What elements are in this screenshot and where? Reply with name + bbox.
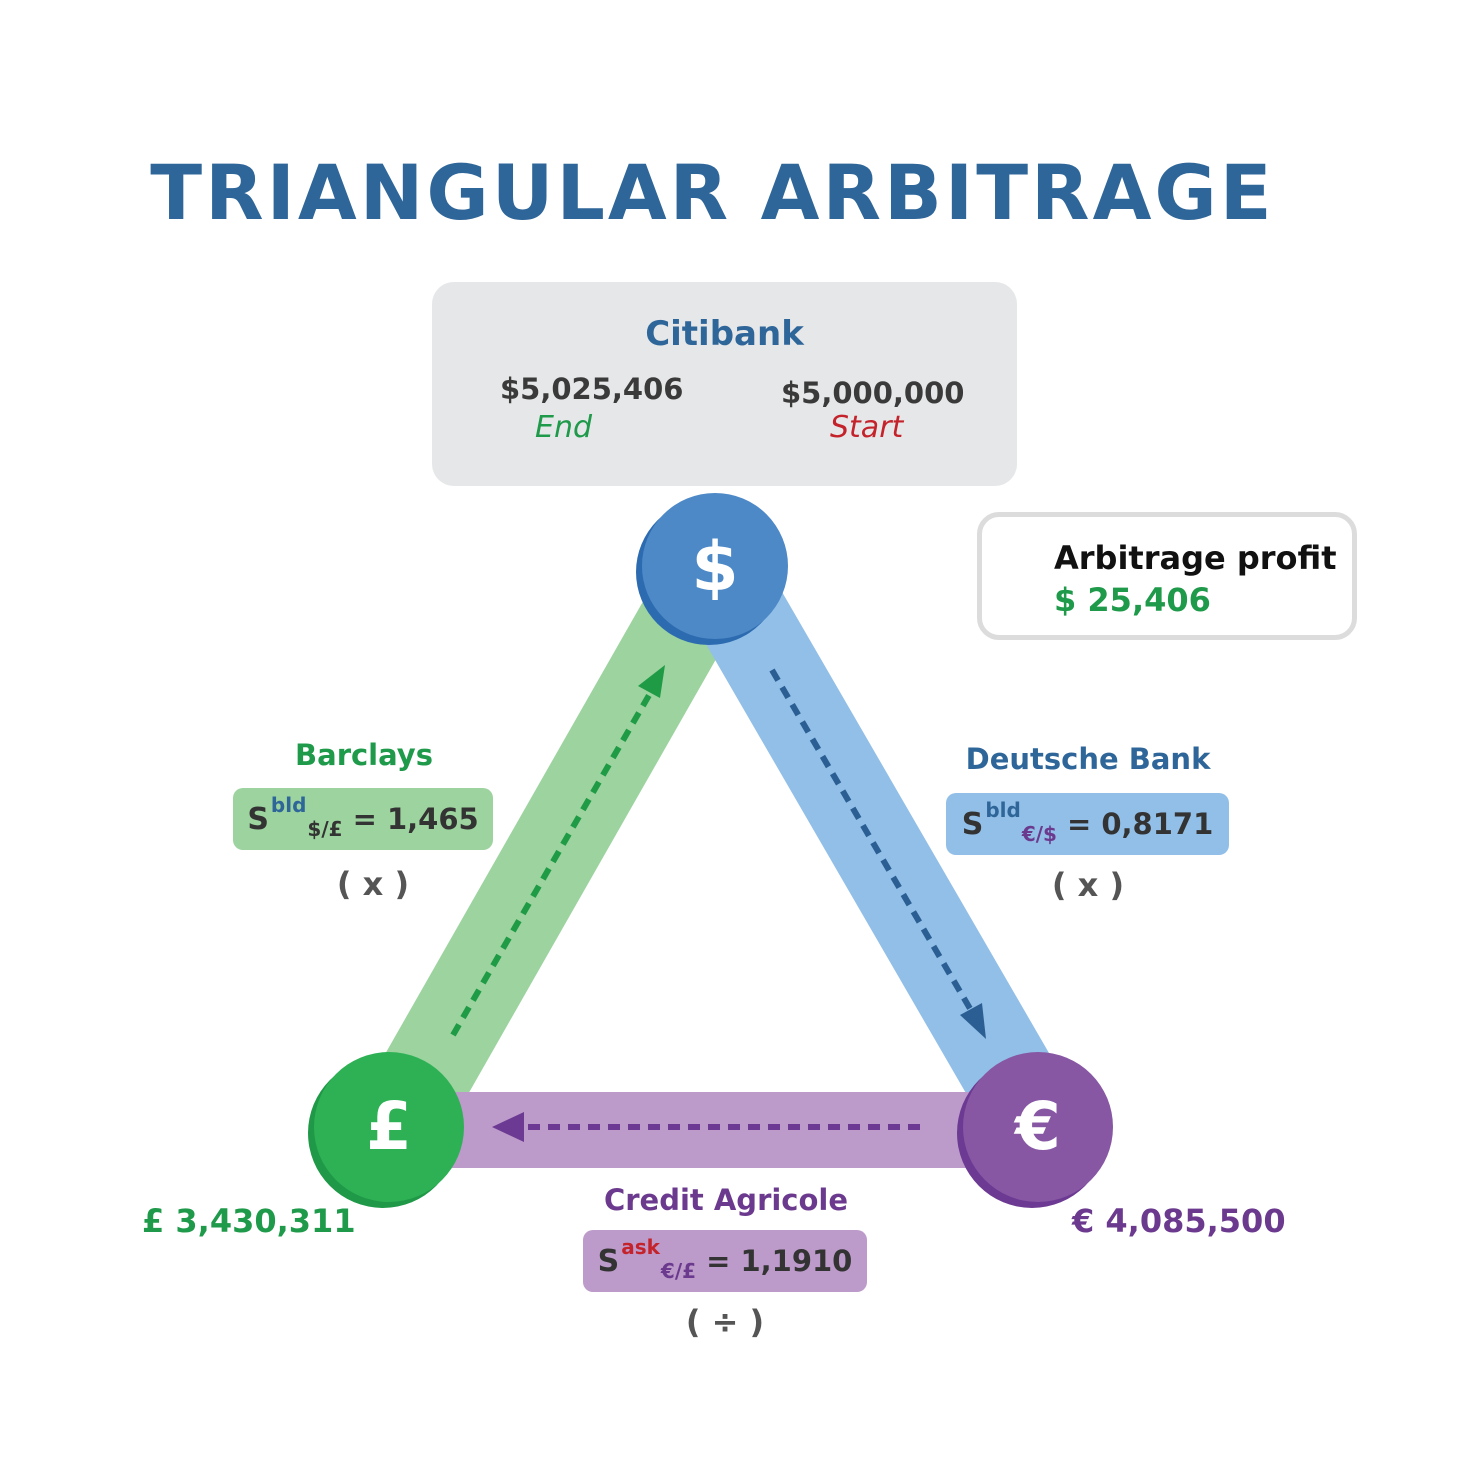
rate-value: = 1,465 bbox=[352, 802, 479, 836]
rate-sup: bld bbox=[985, 798, 1021, 822]
dollar-node bbox=[642, 493, 788, 639]
rate-sub: $/£ bbox=[307, 817, 343, 841]
arrow-barclays bbox=[450, 688, 655, 1037]
start-amount: $5,000,000 bbox=[781, 376, 965, 410]
barclays-label: Barclays bbox=[295, 738, 433, 772]
end-label: End bbox=[535, 410, 593, 445]
barclays-operation: ( x ) bbox=[336, 865, 410, 903]
euro-node bbox=[963, 1052, 1113, 1202]
rate-sup: bld bbox=[270, 793, 307, 817]
credit-agricole-rate-box: S ask €/£ = 1,1910 bbox=[583, 1230, 867, 1292]
rate-value: = 0,8171 bbox=[1066, 807, 1214, 841]
arrowhead-barclays bbox=[638, 665, 665, 698]
arrowhead-credit bbox=[492, 1112, 524, 1142]
euro-icon: € bbox=[1015, 1088, 1061, 1165]
citibank-panel: Citibank $5,025,406 End $5,000,000 Start bbox=[432, 282, 1017, 486]
page-title: TRIANGULAR ARBITRAGE bbox=[150, 148, 1275, 237]
credit-agricole-operation: ( ÷ ) bbox=[685, 1303, 765, 1341]
arbitrage-profit-panel: Arbitrage profit $ 25,406 bbox=[977, 512, 1357, 640]
euro-amount: € 4,085,500 bbox=[1072, 1202, 1286, 1240]
rate-sup: ask bbox=[621, 1235, 660, 1259]
pound-icon: £ bbox=[366, 1088, 412, 1165]
deutsche-operation: ( x ) bbox=[1051, 866, 1125, 904]
dollar-icon: $ bbox=[691, 528, 739, 607]
barclays-rate-box: S bld $/£ = 1,465 bbox=[233, 788, 493, 850]
deutsche-label: Deutsche Bank bbox=[965, 742, 1211, 776]
end-amount: $5,025,406 bbox=[500, 372, 684, 406]
pound-amount: £ 3,430,311 bbox=[142, 1202, 356, 1240]
deutsche-rate-box: S bld €/$ = 0,8171 bbox=[946, 793, 1229, 855]
credit-agricole-label: Credit Agricole bbox=[603, 1183, 849, 1217]
profit-value: $ 25,406 bbox=[1054, 581, 1211, 619]
rate-symbol: S bbox=[597, 1243, 620, 1279]
rate-symbol: S bbox=[247, 801, 269, 837]
start-label: Start bbox=[830, 410, 904, 445]
rate-sub: €/$ bbox=[1021, 822, 1057, 846]
arrowhead-deutsche bbox=[960, 1003, 986, 1039]
rate-value: = 1,1910 bbox=[706, 1244, 853, 1278]
profit-label: Arbitrage profit bbox=[1054, 539, 1337, 577]
rate-symbol: S bbox=[961, 806, 984, 842]
rate-sub: €/£ bbox=[660, 1259, 697, 1283]
arrow-deutsche bbox=[769, 668, 975, 1014]
citibank-name: Citibank bbox=[645, 314, 804, 354]
pound-node bbox=[314, 1052, 464, 1202]
edge-barclays-band bbox=[365, 545, 755, 1135]
